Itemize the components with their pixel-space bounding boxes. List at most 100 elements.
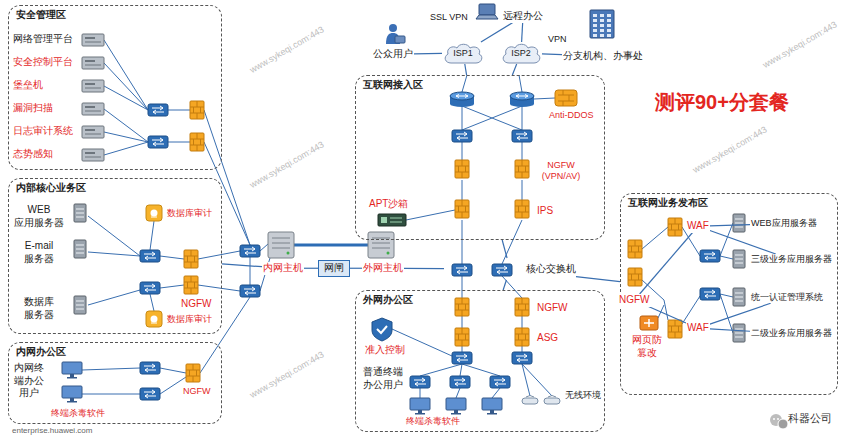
network-link	[648, 307, 686, 324]
wire	[642, 227, 668, 249]
annotation: enterprise.huawei.com	[12, 426, 92, 436]
pc-icon	[62, 386, 82, 403]
ap-icon	[522, 396, 538, 405]
wire	[260, 244, 268, 251]
sw-icon	[140, 282, 160, 294]
sw-icon	[410, 376, 430, 388]
pc-icon	[482, 398, 502, 415]
dev-icon	[82, 103, 104, 115]
node-text: NGFW	[537, 302, 568, 315]
network-zone: 外网办公区NGFWASG准入控制普通终端办公用户终端杀毒软件无线环境	[355, 290, 605, 432]
sw-icon	[452, 352, 472, 364]
wechat-icon	[770, 414, 788, 429]
node-text: NGFW (VPN/AV)	[536, 160, 586, 183]
srv-icon	[733, 324, 745, 342]
dev-icon	[82, 80, 104, 92]
sw-icon	[452, 264, 472, 276]
wire	[250, 257, 251, 285]
laptop-icon	[476, 4, 498, 19]
sw-icon	[452, 130, 472, 142]
wire	[462, 75, 467, 92]
annotation: 测评90+分套餐	[655, 90, 789, 114]
wire	[168, 142, 190, 143]
device-label: 日志审计系统	[12, 125, 74, 138]
wire	[720, 256, 733, 259]
ddos-icon	[555, 90, 577, 106]
node-text: 统一认证管理系统	[751, 292, 823, 303]
watermark: www.sykeqi.com:443	[248, 24, 326, 75]
sw-icon	[490, 376, 510, 388]
node-text: ISP2	[500, 42, 542, 64]
zone-title: 互联网接入区	[356, 76, 604, 95]
node-text: 准入控制	[365, 344, 405, 357]
network-link	[404, 268, 444, 269]
wire	[160, 256, 184, 259]
sw-icon	[700, 288, 720, 300]
zone-title: 安全管理区	[9, 6, 221, 25]
watermark: www.sykeqi.com:443	[248, 349, 326, 400]
node-text: ASG	[537, 332, 558, 345]
sw-icon	[140, 250, 160, 262]
apt-icon	[378, 214, 406, 226]
wire	[104, 142, 148, 155]
wire	[420, 364, 462, 376]
sw-icon	[148, 136, 168, 148]
device-label: NGFW	[182, 386, 212, 397]
zone-title: 内网办公区	[9, 343, 221, 362]
gateway-box: 网闸	[318, 260, 350, 277]
device-label: 终端杀毒软件	[50, 408, 106, 419]
zone-title: 内部核心业务区	[9, 179, 221, 198]
network-link	[542, 53, 562, 55]
srv-icon	[733, 288, 745, 306]
node-text: 远程办公	[503, 10, 543, 23]
fw-icon	[515, 200, 529, 218]
device-label: E-mail 服务器	[12, 240, 66, 265]
wire	[456, 388, 460, 398]
device-label: 三级业务应用服务器	[750, 254, 833, 265]
wire	[104, 86, 148, 110]
node-text: WAF	[687, 322, 709, 335]
device-label: 数据库审计	[166, 208, 213, 219]
device-label: Anti-DDOS	[548, 110, 595, 121]
network-link	[222, 264, 262, 267]
bldg-icon	[590, 10, 614, 38]
watermark: www.sykeqi.com:443	[761, 19, 839, 70]
sw-icon	[700, 250, 720, 262]
network-link	[710, 231, 776, 254]
device-label: NGFW	[618, 294, 651, 307]
network-link	[502, 240, 507, 258]
node-text: 三级业务应用服务器	[751, 254, 832, 265]
sw-icon	[148, 104, 168, 116]
sw-icon	[512, 130, 532, 142]
wire	[150, 294, 154, 311]
wire	[462, 220, 463, 264]
fw-icon	[628, 268, 642, 286]
device-label: APT沙箱	[368, 198, 409, 211]
srv-icon	[74, 296, 86, 314]
wire	[682, 296, 700, 324]
network-link	[710, 329, 750, 331]
node-text: Anti-DDOS	[549, 110, 594, 121]
device-label: WAF	[686, 322, 710, 335]
dev-icon	[82, 57, 104, 69]
wire	[519, 75, 522, 92]
annotation: VPN	[548, 34, 567, 45]
wire	[198, 285, 240, 291]
wire	[522, 316, 523, 328]
device-label: 终端杀毒软件	[405, 416, 461, 427]
fw-icon	[515, 328, 529, 346]
device-label: 安全控制平台	[12, 56, 74, 69]
node-text: 网闸	[324, 262, 344, 275]
wire	[462, 276, 463, 298]
fw-icon	[190, 133, 204, 151]
sw-icon	[512, 352, 532, 364]
wire	[534, 98, 555, 99]
srv-icon	[733, 250, 745, 268]
pc-icon	[62, 362, 82, 379]
wire	[168, 110, 190, 111]
fw-icon	[668, 218, 682, 236]
srv-icon	[74, 204, 86, 222]
device-label: 内网终端办公用户	[12, 362, 46, 400]
fw-icon	[668, 320, 682, 338]
